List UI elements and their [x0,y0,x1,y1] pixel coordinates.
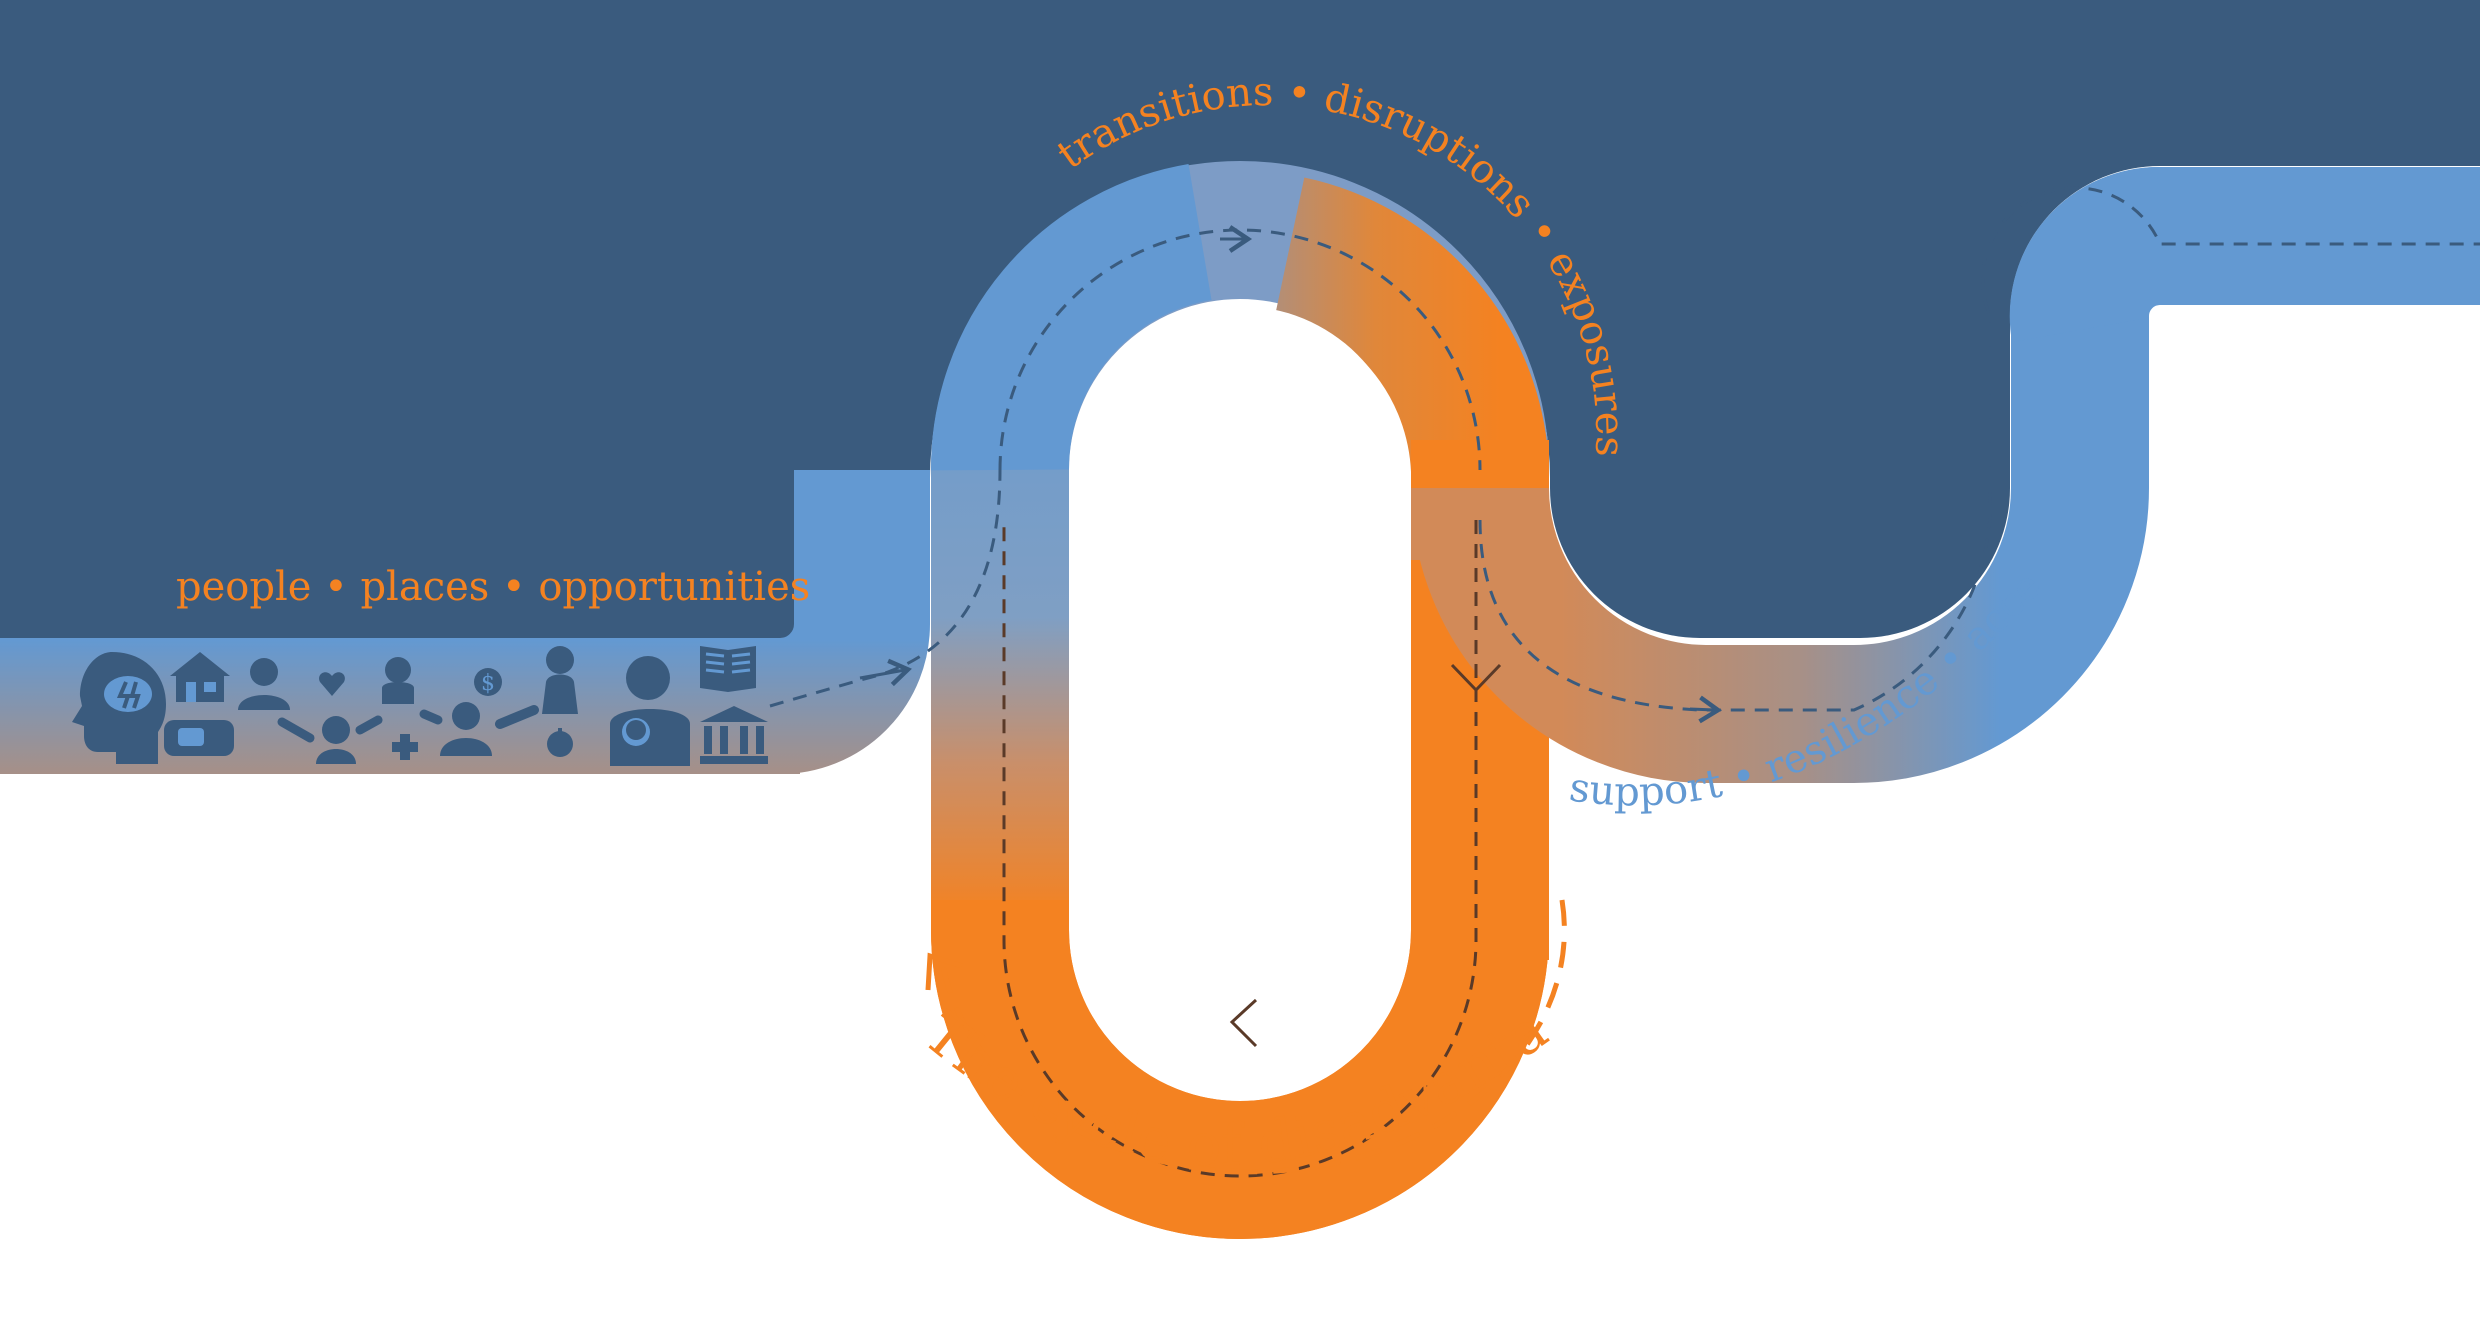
left-label: people • places • opportunities [176,564,810,610]
route-dashed-exit [1478,186,2480,712]
connection-line-icon [495,705,539,729]
connection-line-icon [419,709,443,725]
path-band-right-rise [2009,167,2480,343]
person-icon [542,646,578,714]
svg-text:$: $ [481,671,495,696]
path-band-left-bend [777,470,930,774]
route-dashed-entry [769,469,1002,708]
connection-line-icon [355,715,383,735]
route-dashed-exit-arrow [1689,695,1723,724]
cycle-outer-arrow [925,952,963,991]
bank-building-icon [700,706,768,764]
route-dashed-entry-arrow [859,658,912,687]
person-icon [238,658,290,710]
parent-and-child-icon [610,656,690,766]
person-icon [440,702,492,756]
apple-icon [547,728,573,757]
cycle-loop-top-arc-right [1274,177,1549,475]
dollar-coin-icon: $ [474,668,502,696]
route-dashed-top [998,228,1482,471]
cycle-left-arrow [1229,998,1258,1048]
person-icon [382,657,414,704]
person-icon [316,716,356,764]
cycle-outer-arc [939,899,1567,1175]
hand-with-card-icon [164,720,234,756]
dark-background [0,0,2480,638]
medical-cross-icon [392,734,418,760]
house-icon [170,652,230,702]
cycle-loop-center [1074,306,1406,964]
heart-icon [319,672,345,696]
book-icon [700,646,756,692]
head-mind-icon [72,652,166,764]
cycle-down-arrow [1450,663,1502,693]
icon-row: $ [72,646,768,766]
connection-line-icon [277,717,315,743]
